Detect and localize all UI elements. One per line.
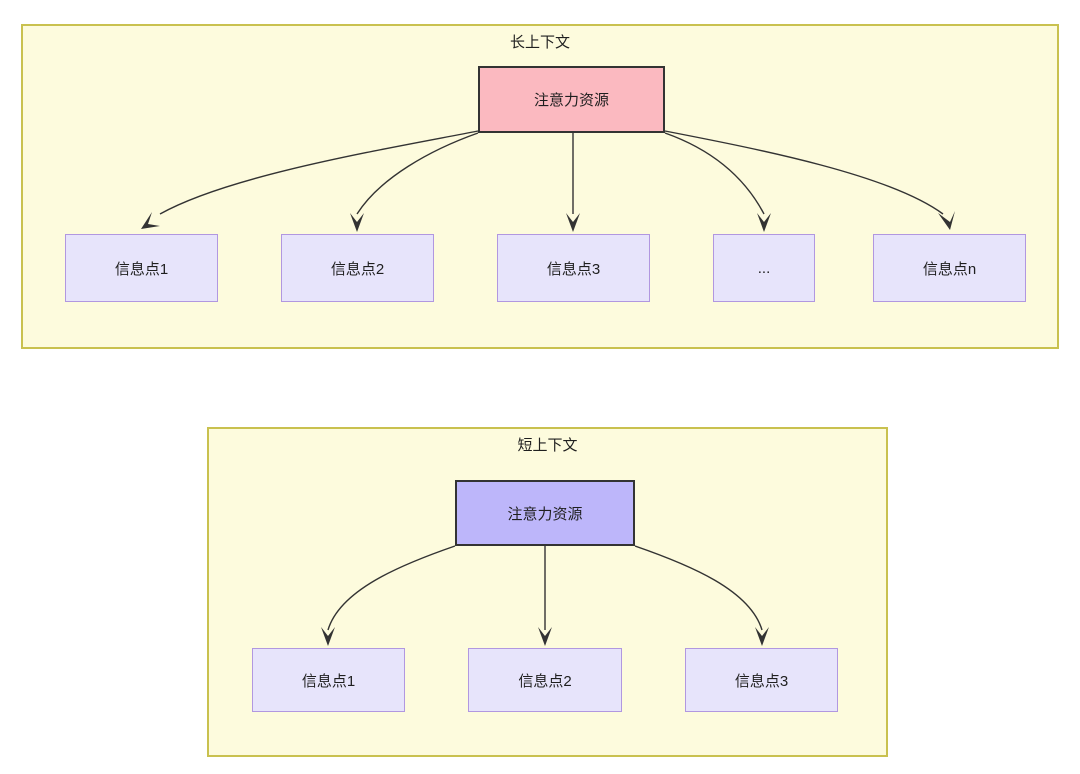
node-info-point-long-3[interactable]: 信息点3	[497, 234, 650, 302]
node-attention-resource-short-label: 注意力资源	[507, 505, 583, 523]
panel-long-context-title: 长上下文	[509, 34, 570, 51]
node-info-point-long-ellipsis-label: ...	[757, 259, 771, 277]
node-info-point-long-1[interactable]: 信息点1	[65, 234, 218, 302]
node-attention-resource-short[interactable]: 注意力资源	[455, 480, 635, 546]
node-attention-resource-long-label: 注意力资源	[533, 92, 609, 109]
node-info-point-short-3-label: 信息点3	[734, 672, 789, 690]
node-info-point-long-3-label: 信息点3	[546, 260, 601, 278]
node-info-point-long-n-label: 信息点n	[922, 260, 977, 278]
panel-short-context-title: 短上下文	[517, 437, 578, 454]
node-attention-resource-long[interactable]: 注意力资源	[478, 66, 665, 133]
node-info-point-long-n[interactable]: 信息点n	[873, 234, 1026, 302]
node-info-point-short-1-label: 信息点1	[301, 672, 356, 690]
node-info-point-short-2[interactable]: 信息点2	[468, 648, 622, 712]
node-info-point-short-3[interactable]: 信息点3	[685, 648, 838, 712]
node-info-point-long-2-label: 信息点2	[330, 260, 385, 278]
node-info-point-long-2[interactable]: 信息点2	[281, 234, 434, 302]
node-info-point-long-1-label: 信息点1	[114, 260, 169, 278]
node-info-point-long-ellipsis[interactable]: ...	[713, 234, 815, 302]
node-info-point-short-1[interactable]: 信息点1	[252, 648, 405, 712]
node-info-point-short-2-label: 信息点2	[518, 672, 572, 690]
